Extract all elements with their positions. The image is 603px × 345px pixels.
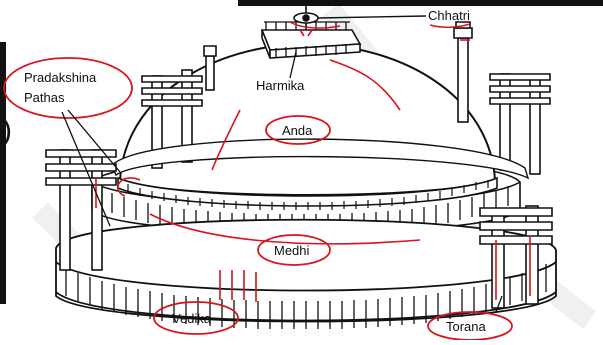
label-pradakshina: Pradakshina (24, 70, 97, 85)
stray-parenthesis: ) (2, 114, 12, 147)
anda-dome (120, 44, 495, 195)
label-anda: Anda (282, 123, 313, 138)
label-torana: Torana (446, 319, 487, 334)
pillar-left (204, 46, 216, 90)
frame-bar-top (238, 0, 603, 6)
label-harmika: Harmika (256, 78, 305, 93)
label-chhatri: Chhatri (428, 8, 470, 23)
label-medhi: Medhi (274, 243, 310, 258)
label-pathas: Pathas (24, 90, 65, 105)
pradakshina-circle (4, 58, 132, 118)
label-vedika: Vedika (172, 311, 212, 326)
